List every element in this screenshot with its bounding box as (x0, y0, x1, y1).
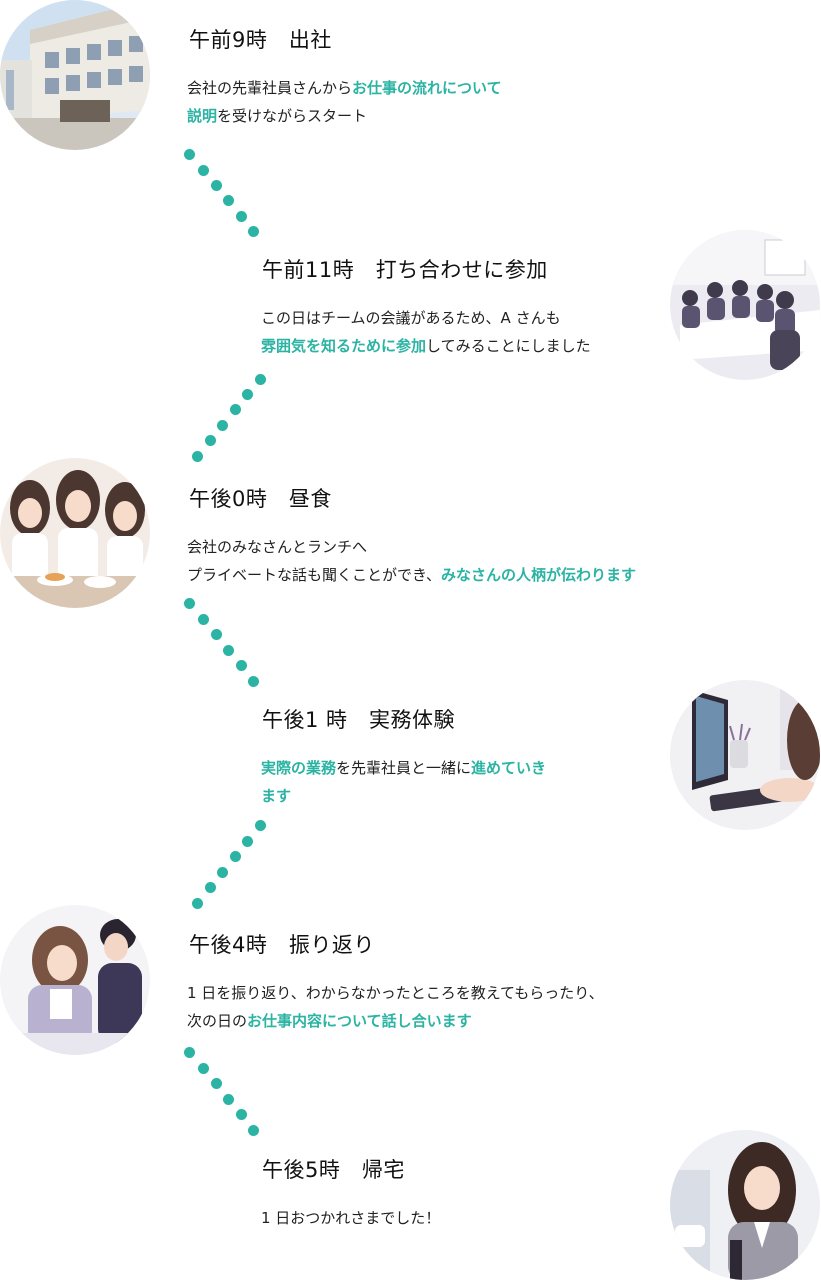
description-text: を先輩社員と一緒に (336, 759, 472, 777)
review-conversation-photo (0, 905, 150, 1055)
description-text: を受けながらスタート (217, 107, 368, 125)
timeline-dot (255, 820, 266, 831)
step-title: 午後5時 帰宅 (262, 1158, 405, 1182)
timeline-dot (236, 1109, 247, 1120)
highlight-text: お仕事内容について話し合います (247, 1012, 472, 1030)
step-title: 午前9時 出社 (189, 28, 332, 52)
timeline-dot (248, 676, 259, 687)
highlight-text: 実際の業務 (261, 759, 337, 777)
timeline-dot (192, 898, 203, 909)
timeline-dot (198, 614, 209, 625)
step-description: この日はチームの会議があるため、A さんも雰囲気を知るために参加してみることにし… (261, 304, 591, 360)
step-description: 会社の先輩社員さんからお仕事の流れについて説明を受けながらスタート (187, 74, 502, 130)
highlight-text: 進めていき (471, 759, 547, 777)
timeline-dot (198, 1063, 209, 1074)
timeline-dot (211, 629, 222, 640)
description-text: してみることにしました (426, 337, 591, 355)
timeline-dot (236, 660, 247, 671)
meeting-room-photo (670, 230, 820, 380)
highlight-text: 雰囲気を知るために参加 (261, 337, 427, 355)
description-text: 会社のみなさんとランチへ (187, 538, 368, 556)
step-description: 1 日を振り返り、わからなかったところを教えてもらったり、次の日のお仕事内容につ… (187, 979, 604, 1035)
timeline-dot (230, 404, 241, 415)
timeline-dot (242, 389, 253, 400)
highlight-text: お仕事の流れについて (352, 79, 502, 97)
description-text: 次の日の (187, 1012, 248, 1030)
timeline-dot (192, 451, 203, 462)
woman-going-home-photo (670, 1130, 820, 1280)
description-text: 1 日おつかれさまでした！ (261, 1209, 441, 1227)
timeline-dot (223, 645, 234, 656)
timeline-dot (184, 598, 195, 609)
timeline-dot (230, 851, 241, 862)
timeline-dot (184, 1047, 195, 1058)
step-title: 午後4時 振り返り (189, 933, 375, 957)
step-title: 午前11時 打ち合わせに参加 (262, 258, 548, 282)
timeline-dot (184, 149, 195, 160)
timeline-dot (248, 1125, 259, 1136)
step-description: 実際の業務を先輩社員と一緒に進めていきます (261, 754, 546, 810)
timeline-dot (211, 1078, 222, 1089)
timeline-dot (236, 211, 247, 222)
step-title: 午後0時 昼食 (189, 487, 332, 511)
timeline-dot (217, 420, 228, 431)
timeline-dot (223, 1094, 234, 1105)
timeline-dot (205, 435, 216, 446)
timeline-dot (223, 195, 234, 206)
step-description: 会社のみなさんとランチへプライベートな話も聞くことができ、みなさんの人柄が伝わり… (187, 533, 636, 589)
description-text: 1 日を振り返り、わからなかったところを教えてもらったり、 (187, 984, 604, 1002)
step-title: 午後1 時 実務体験 (262, 708, 456, 732)
step-description: 1 日おつかれさまでした！ (261, 1204, 440, 1232)
computer-work-photo (670, 680, 820, 830)
timeline-dot (211, 180, 222, 191)
highlight-text: みなさんの人柄が伝わります (440, 566, 636, 584)
timeline-dot (248, 226, 259, 237)
timeline-dot (255, 374, 266, 385)
timeline-dot (242, 836, 253, 847)
timeline-dot (198, 165, 209, 176)
description-text: プライベートな話も聞くことができ、 (187, 566, 441, 584)
description-text: 会社の先輩社員さんから (187, 79, 353, 97)
lunch-colleagues-photo (0, 458, 150, 608)
highlight-text: 説明 (187, 107, 218, 125)
timeline-dot (205, 882, 216, 893)
description-text: この日はチームの会議があるため、A さんも (261, 309, 561, 327)
office-building-photo (0, 0, 150, 150)
timeline-dot (217, 867, 228, 878)
highlight-text: ます (261, 787, 292, 805)
